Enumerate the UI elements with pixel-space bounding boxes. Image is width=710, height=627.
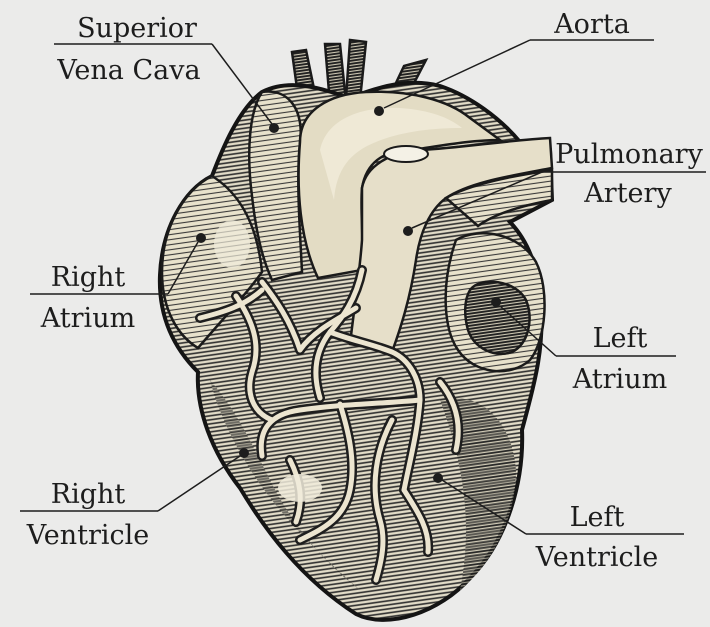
highlight-patch <box>214 220 250 268</box>
label-line: Atrium <box>572 364 667 395</box>
label-line: Left <box>593 323 648 354</box>
label-line: Right <box>51 262 126 293</box>
label-line: Atrium <box>40 303 135 334</box>
leader-dot <box>403 226 413 236</box>
leader-dot <box>196 233 206 243</box>
label-line: Artery <box>583 178 672 209</box>
leader-dot <box>374 106 384 116</box>
leader-dot <box>433 473 443 483</box>
highlight-patch <box>278 474 322 502</box>
leader-dot <box>239 448 249 458</box>
left-atrium-inner <box>465 282 529 354</box>
leader-dot <box>269 123 279 133</box>
leader-dot <box>491 297 501 307</box>
label-right-ventricle: Right Ventricle <box>20 448 249 551</box>
label-line: Left <box>570 502 625 533</box>
label-line: Ventricle <box>535 542 659 573</box>
label-line: Superior <box>77 13 197 44</box>
label-line: Pulmonary <box>555 139 703 170</box>
label-line: Aorta <box>553 9 630 40</box>
label-line: Right <box>51 479 126 510</box>
label-line: Vena Cava <box>56 55 200 86</box>
vessel-opening <box>384 146 428 162</box>
leader-line <box>158 456 240 511</box>
label-line: Ventricle <box>26 520 150 551</box>
heart-illustration <box>160 83 552 620</box>
